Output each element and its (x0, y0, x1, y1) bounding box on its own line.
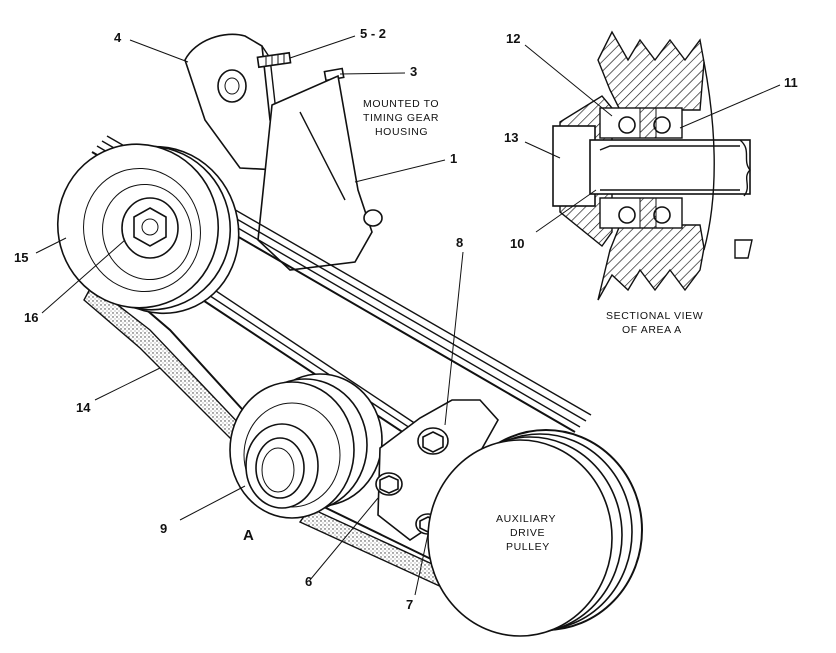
sectional-caption-line1: SECTIONAL VIEW (606, 310, 703, 322)
callout-5-2: 5 - 2 (360, 26, 386, 41)
callout-12: 12 (506, 31, 520, 46)
callout-16: 16 (24, 310, 38, 325)
callout-6: 6 (305, 574, 312, 589)
aux-pulley-line2: DRIVE (510, 527, 545, 539)
callout-9: 9 (160, 521, 167, 536)
aux-pulley-line1: AUXILIARY (496, 513, 556, 525)
callout-3: 3 (410, 64, 417, 79)
callout-1: 1 (450, 151, 457, 166)
callout-8: 8 (456, 235, 463, 250)
callout-15: 15 (14, 250, 28, 265)
tensioner-pulley (229, 373, 383, 519)
auxiliary-drive-pulley (427, 429, 643, 637)
callout-7: 7 (406, 597, 413, 612)
idler-bracket (375, 399, 499, 541)
mounting-note-line1: MOUNTED TO (363, 98, 439, 110)
callout-13: 13 (504, 130, 518, 145)
aux-pulley-line3: PULLEY (506, 541, 550, 553)
aux-pulley-label: AUXILIARY DRIVE PULLEY (496, 513, 556, 553)
mounting-note: MOUNTED TO TIMING GEAR HOUSING (363, 98, 439, 138)
sectional-view-caption: SECTIONAL VIEW OF AREA A (606, 310, 703, 336)
callout-labels: 1 3 4 5 - 2 6 7 8 9 10 11 12 13 14 15 16… (14, 26, 798, 612)
callout-14: 14 (76, 400, 91, 415)
tensioner-arm (257, 74, 383, 271)
bracket-bolt (256, 51, 292, 69)
callout-11: 11 (784, 75, 798, 90)
callout-10: 10 (510, 236, 524, 251)
area-a-marker: A (243, 527, 254, 544)
sectional-view (552, 30, 753, 301)
mounting-note-line2: TIMING GEAR (363, 112, 439, 124)
crankshaft-pulley (56, 143, 240, 315)
leader-lines (35, 35, 781, 596)
callout-4: 4 (114, 30, 122, 45)
sectional-caption-line2: OF AREA A (622, 324, 682, 336)
mounting-note-line3: HOUSING (375, 126, 428, 138)
